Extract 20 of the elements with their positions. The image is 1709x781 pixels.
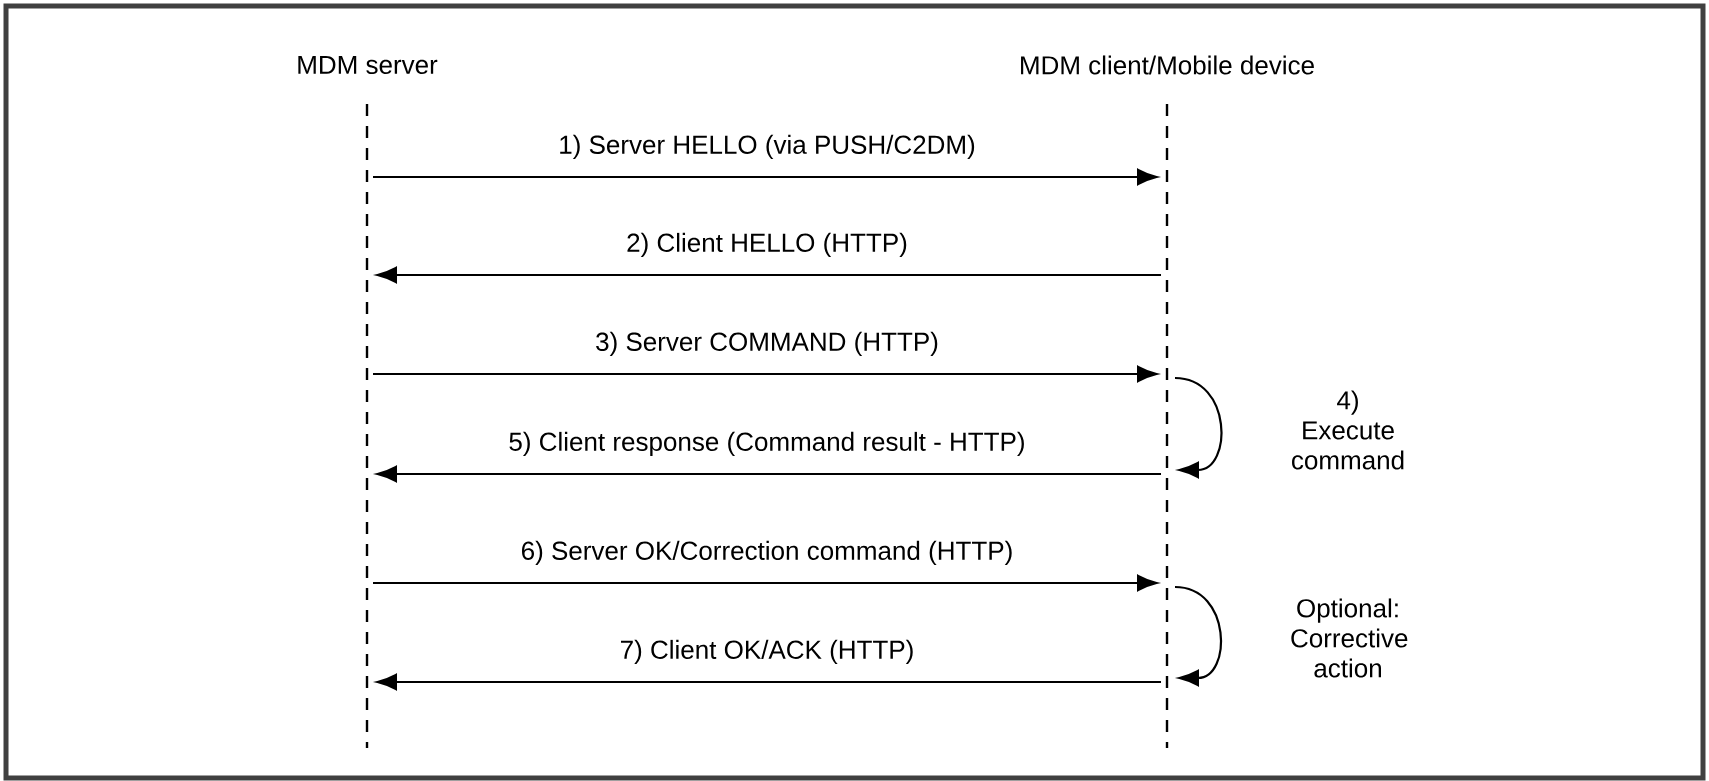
message-arrow <box>373 168 1158 186</box>
message-arrow <box>376 465 1161 483</box>
lifeline <box>365 104 369 748</box>
message-label: 5) Client response (Command result - HTTP) <box>506 429 1028 459</box>
message-label: 7) Client OK/ACK (HTTP) <box>617 637 917 667</box>
message-label: 2) Client HELLO (HTTP) <box>624 230 910 260</box>
lifeline-heading: MDM server <box>298 55 438 75</box>
lifeline-heading: MDM client/Mobile device <box>1021 55 1314 75</box>
lifeline <box>1165 104 1169 748</box>
message-arrow <box>376 266 1161 284</box>
message-arrow <box>1174 376 1223 479</box>
step-label: Optional: Corrective action <box>1291 598 1408 678</box>
message-label: 6) Server OK/Correction command (HTTP) <box>518 538 1016 568</box>
message-label: 3) Server COMMAND (HTTP) <box>593 329 941 359</box>
message-arrow <box>373 365 1158 383</box>
step-label: 4) Execute command <box>1292 390 1404 470</box>
message-arrow <box>1174 585 1222 687</box>
message-arrow <box>373 574 1158 592</box>
message-arrow <box>376 673 1161 691</box>
message-label: 1) Server HELLO (via PUSH/C2DM) <box>556 132 978 162</box>
